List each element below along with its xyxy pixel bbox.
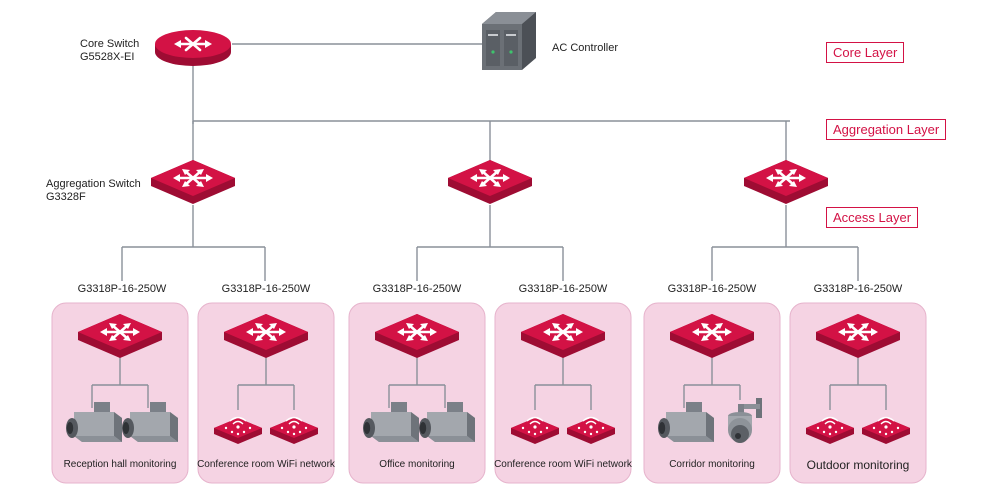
core-switch-label: Core Switch G5528X-EI [80, 38, 139, 64]
aggregation-switch-model: G3328F [46, 191, 86, 203]
aggregation-switch-label: Aggregation Switch G3328F [46, 178, 141, 204]
access-switch-model: G3318P-16-250W [221, 283, 311, 295]
access-panels [51, 302, 927, 484]
aggregation-switch-icon [149, 158, 237, 206]
access-switch-model: G3318P-16-250W [518, 283, 608, 295]
group-caption: Office monitoring [379, 459, 455, 470]
core-switch-model: G5528X-EI [80, 51, 135, 63]
aggregation-switch-icon [742, 158, 830, 206]
aggregation-layer-badge: Aggregation Layer [826, 119, 947, 140]
aggregation-switch-name: Aggregation Switch [46, 178, 141, 190]
access-switch-model: G3318P-16-250W [77, 283, 167, 295]
ac-controller-icon [482, 12, 536, 70]
access-switch-model: G3318P-16-250W [813, 283, 903, 295]
connection-lines [121, 43, 859, 281]
group-caption: Outdoor monitoring [806, 458, 910, 472]
group-caption: Reception hall monitoring [63, 459, 177, 470]
access-layer-badge: Access Layer [826, 207, 919, 228]
core-layer-badge: Core Layer [826, 42, 905, 63]
core-switch-icon [155, 30, 231, 66]
core-switch-name: Core Switch [80, 38, 140, 50]
device-links [91, 352, 887, 410]
group-caption: Corridor monitoring [669, 459, 755, 470]
access-switch-model: G3318P-16-250W [372, 283, 462, 295]
ac-controller-label: AC Controller [552, 42, 619, 54]
aggregation-switch-icon [446, 158, 534, 206]
group-caption: Conference room WiFi network [197, 459, 335, 470]
group-caption: Conference room WiFi network [494, 459, 632, 470]
access-switch-model: G3318P-16-250W [667, 283, 757, 295]
